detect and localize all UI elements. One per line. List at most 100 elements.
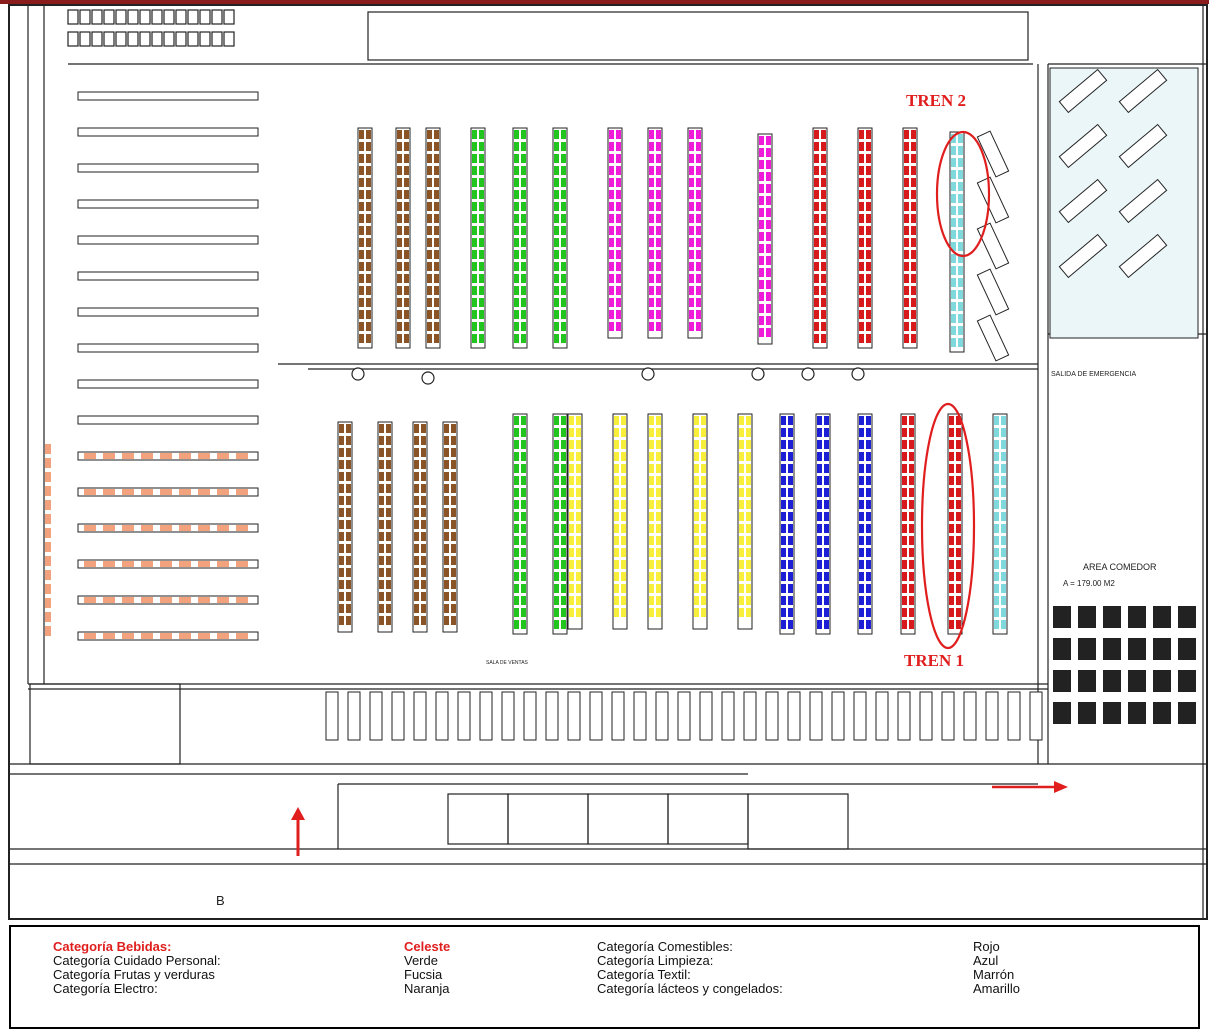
dining-table bbox=[1103, 670, 1121, 692]
cuidado-gondola-cell bbox=[561, 214, 566, 223]
comestibles-gondola-cell bbox=[911, 202, 916, 211]
limpieza-gondola-cell bbox=[866, 428, 871, 437]
comestibles-gondola-cell bbox=[911, 142, 916, 151]
cuidado-gondola-cell bbox=[521, 536, 526, 545]
cuidado-gondola-cell bbox=[514, 190, 519, 199]
limpieza-gondola-cell bbox=[817, 488, 822, 497]
textil-gondola-cell bbox=[444, 616, 449, 625]
comestibles-gondola-cell bbox=[956, 536, 961, 545]
dining-table bbox=[1153, 638, 1171, 660]
electro-bin bbox=[122, 489, 134, 495]
comestibles-gondola-cell bbox=[904, 154, 909, 163]
textil-gondola-cell bbox=[404, 298, 409, 307]
textil-gondola-cell bbox=[397, 310, 402, 319]
textil-gondola-cell bbox=[421, 424, 426, 433]
comestibles-gondola-cell bbox=[814, 298, 819, 307]
lacteos-gondola-cell bbox=[739, 416, 744, 425]
limpieza-gondola-cell bbox=[817, 548, 822, 557]
cuidado-gondola-cell bbox=[521, 428, 526, 437]
lacteos-gondola-cell bbox=[569, 584, 574, 593]
top-border-bar bbox=[0, 0, 1209, 4]
dining-table bbox=[1053, 702, 1071, 724]
textil-gondola-cell bbox=[366, 274, 371, 283]
comestibles-gondola-cell bbox=[909, 620, 914, 629]
cuidado-gondola-cell bbox=[514, 142, 519, 151]
limpieza-gondola-cell bbox=[817, 512, 822, 521]
cuidado-gondola-cell bbox=[561, 428, 566, 437]
textil-gondola-cell bbox=[339, 460, 344, 469]
frutas-gondola-cell bbox=[649, 262, 654, 271]
lacteos-gondola-cell bbox=[701, 440, 706, 449]
textil-gondola-cell bbox=[404, 310, 409, 319]
bebidas-gondola-cell bbox=[958, 290, 963, 299]
bebidas-gondola-cell bbox=[951, 326, 956, 335]
frutas-gondola-cell bbox=[766, 172, 771, 181]
lacteos-gondola-cell bbox=[569, 428, 574, 437]
limpieza-gondola-cell bbox=[817, 464, 822, 473]
column-marker bbox=[801, 367, 815, 381]
lacteos-gondola-cell bbox=[621, 572, 626, 581]
comestibles-gondola-cell bbox=[866, 142, 871, 151]
textil-gondola-cell bbox=[339, 592, 344, 601]
bebidas-gondola-cell bbox=[994, 536, 999, 545]
frutas-gondola-cell bbox=[609, 286, 614, 295]
frutas-gondola-cell bbox=[766, 220, 771, 229]
comestibles-gondola-cell bbox=[902, 500, 907, 509]
lacteos-gondola-cell bbox=[576, 428, 581, 437]
textil-gondola-cell bbox=[451, 436, 456, 445]
limpieza-gondola-cell bbox=[866, 464, 871, 473]
textil-gondola-cell bbox=[339, 616, 344, 625]
checkout-lane bbox=[721, 691, 735, 741]
limpieza-gondola-cell bbox=[788, 476, 793, 485]
lacteos-gondola-cell bbox=[649, 500, 654, 509]
comestibles-gondola-cell bbox=[814, 154, 819, 163]
electro-bin bbox=[179, 633, 191, 639]
top-equipment bbox=[79, 9, 91, 25]
cuidado-gondola-cell bbox=[561, 536, 566, 545]
textil-gondola-cell bbox=[379, 484, 384, 493]
bebidas-gondola-cell bbox=[994, 584, 999, 593]
limpieza-gondola-cell bbox=[781, 476, 786, 485]
bebidas-gondola-cell bbox=[958, 218, 963, 227]
textil-gondola-cell bbox=[397, 274, 402, 283]
lacteos-gondola-cell bbox=[701, 584, 706, 593]
comestibles-gondola-cell bbox=[866, 286, 871, 295]
textil-gondola-cell bbox=[444, 496, 449, 505]
textil-gondola-cell bbox=[346, 448, 351, 457]
lacteos-gondola-cell bbox=[649, 440, 654, 449]
comestibles-gondola-cell bbox=[821, 214, 826, 223]
electro-bin bbox=[217, 453, 229, 459]
top-equipment bbox=[199, 31, 211, 47]
textil-gondola-cell bbox=[404, 166, 409, 175]
lacteos-gondola-cell bbox=[739, 584, 744, 593]
lacteos-gondola-cell bbox=[701, 524, 706, 533]
textil-gondola-cell bbox=[397, 190, 402, 199]
comestibles-gondola-cell bbox=[956, 512, 961, 521]
cuidado-gondola-cell bbox=[521, 262, 526, 271]
legend-color-rojo: Rojo bbox=[973, 939, 1000, 954]
textil-gondola-cell bbox=[366, 202, 371, 211]
textil-gondola-cell bbox=[427, 226, 432, 235]
checkout-lane bbox=[677, 691, 691, 741]
cuidado-gondola-cell bbox=[521, 560, 526, 569]
limpieza-gondola-cell bbox=[781, 464, 786, 473]
cuidado-gondola-cell bbox=[514, 596, 519, 605]
textil-gondola-cell bbox=[346, 604, 351, 613]
lacteos-gondola-cell bbox=[746, 524, 751, 533]
textil-gondola-cell bbox=[359, 298, 364, 307]
textil-gondola-cell bbox=[386, 460, 391, 469]
bebidas-gondola-cell bbox=[958, 194, 963, 203]
lacteos-gondola-cell bbox=[656, 524, 661, 533]
lacteos-gondola-cell bbox=[569, 512, 574, 521]
frutas-gondola-cell bbox=[656, 214, 661, 223]
frutas-gondola-cell bbox=[689, 214, 694, 223]
cuidado-gondola-cell bbox=[561, 178, 566, 187]
textil-gondola-cell bbox=[386, 448, 391, 457]
cuidado-gondola-cell bbox=[514, 322, 519, 331]
lacteos-gondola-cell bbox=[614, 440, 619, 449]
textil-gondola-cell bbox=[427, 214, 432, 223]
limpieza-gondola-cell bbox=[817, 536, 822, 545]
comestibles-gondola-cell bbox=[911, 274, 916, 283]
cuidado-gondola-cell bbox=[514, 428, 519, 437]
cuidado-gondola-cell bbox=[561, 548, 566, 557]
